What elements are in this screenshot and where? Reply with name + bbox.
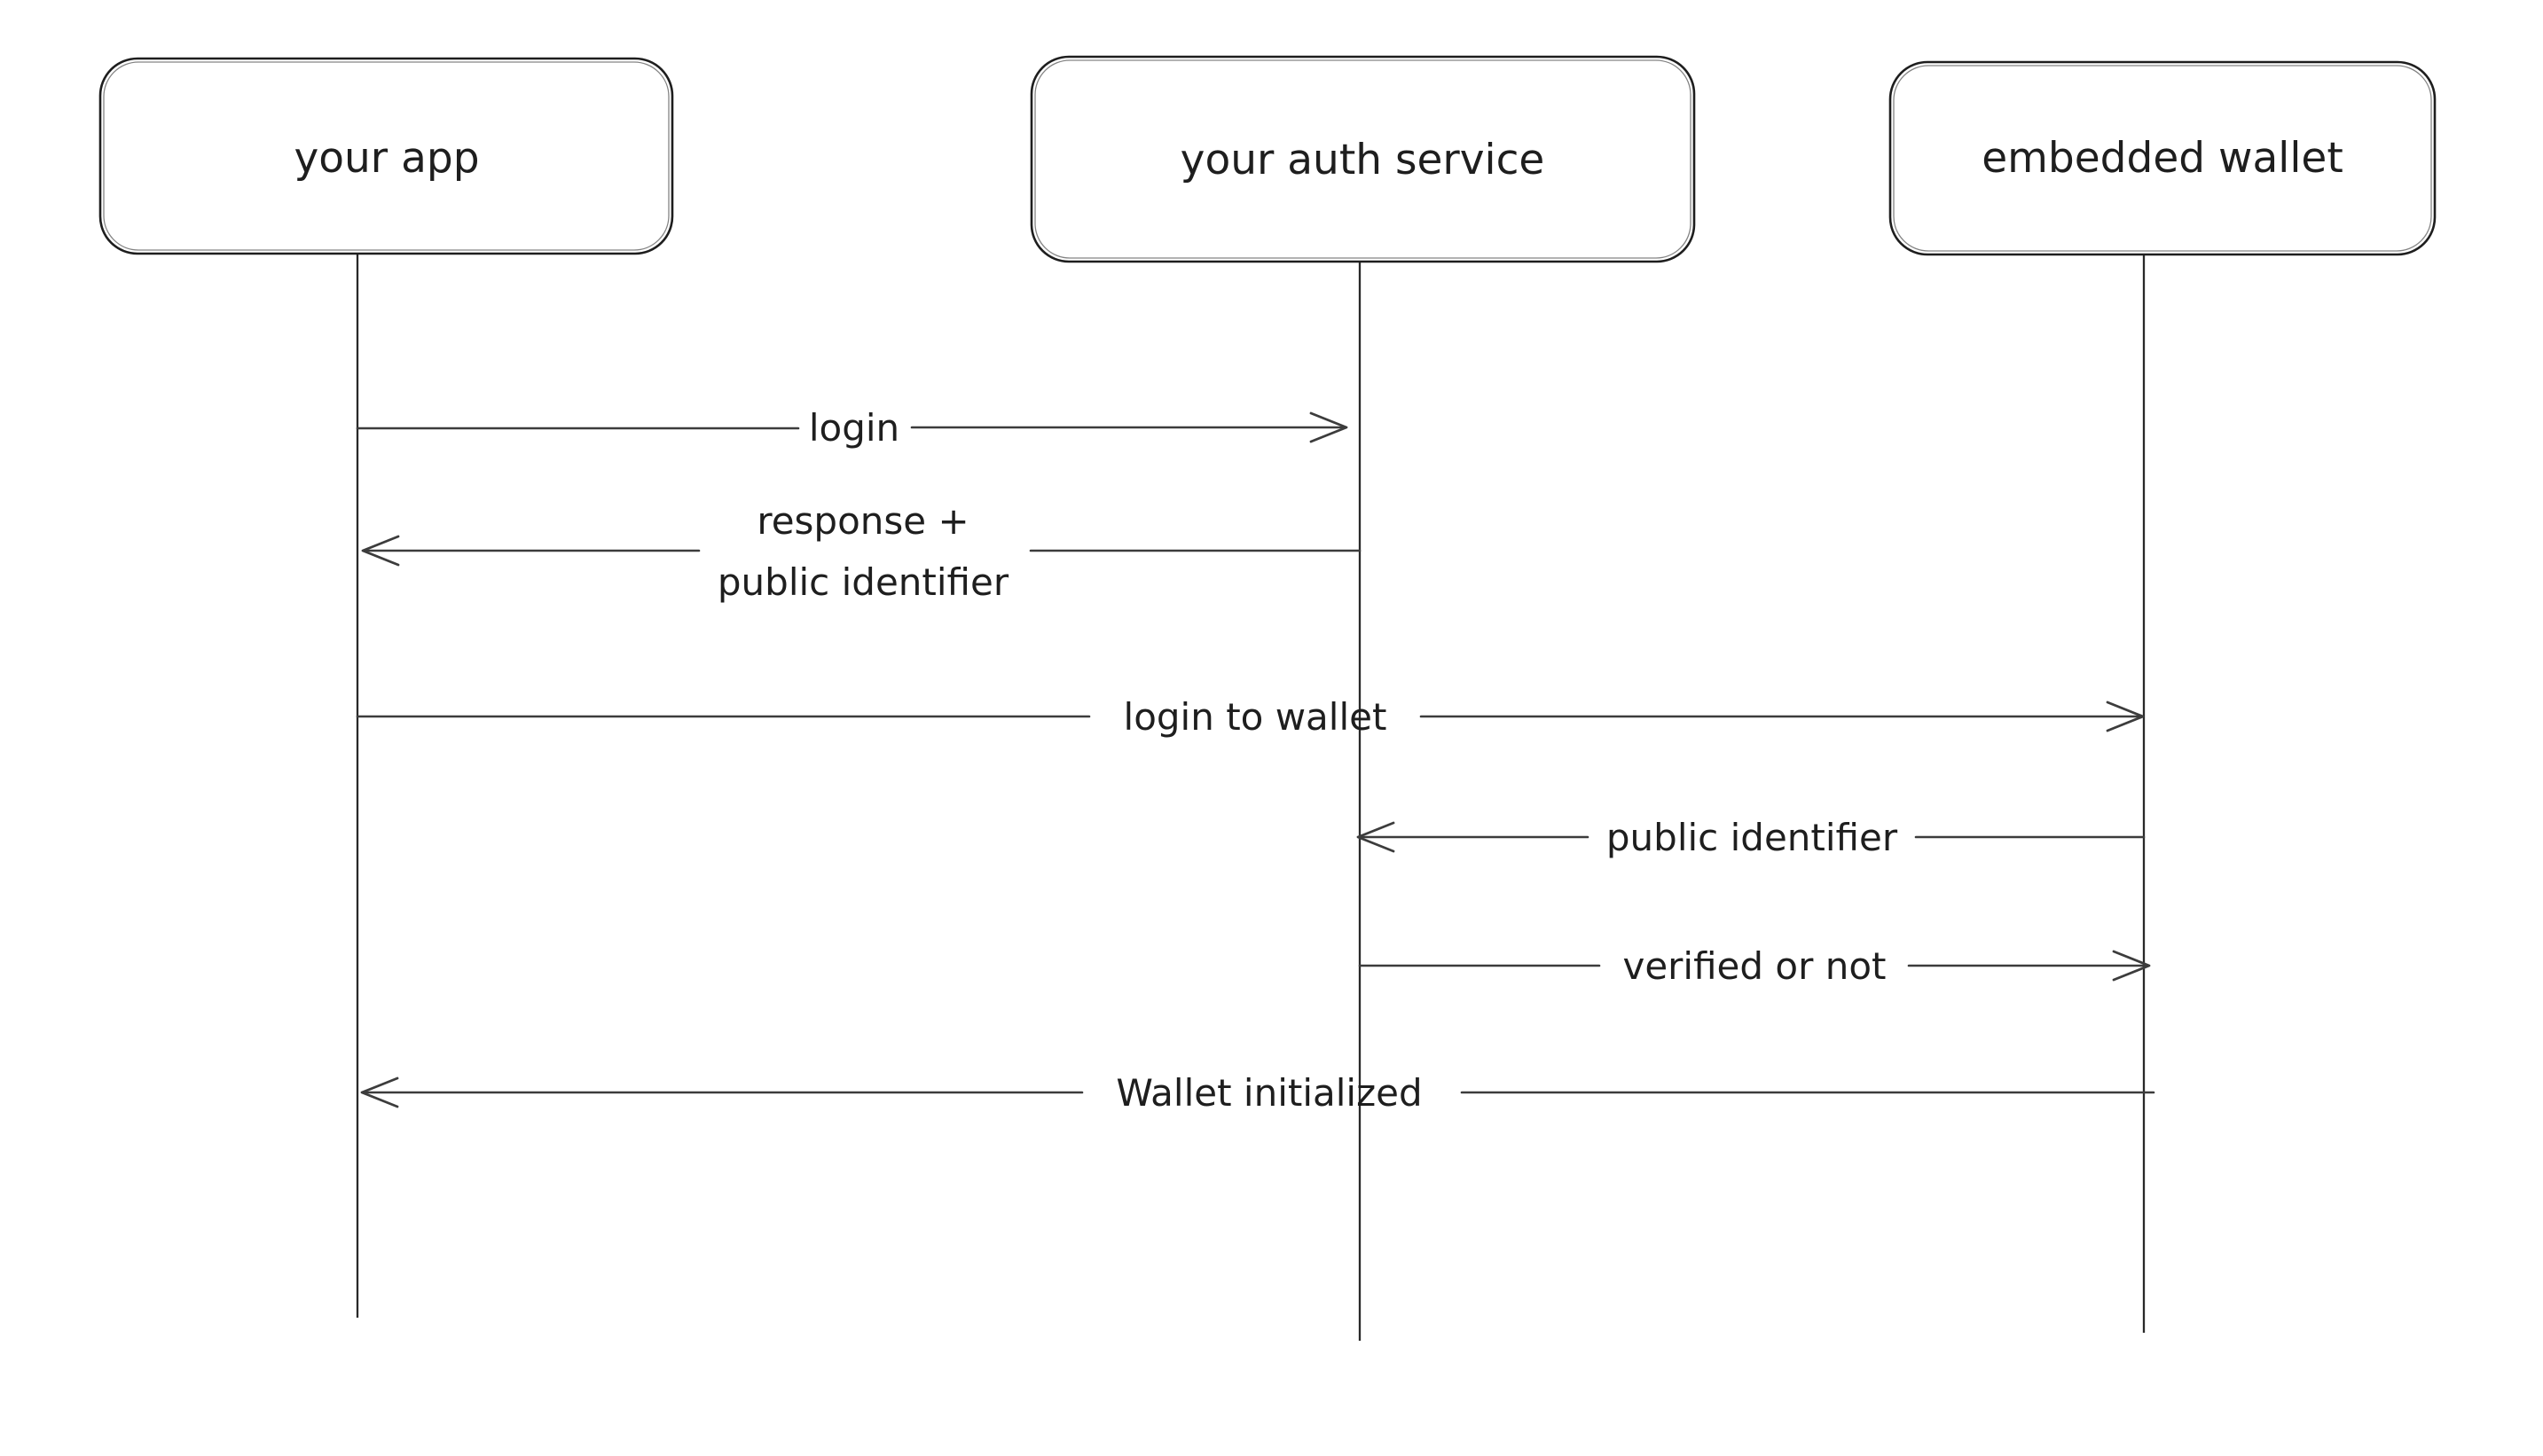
message-label-line-1: response + xyxy=(757,499,969,543)
actor-box-your-auth-service xyxy=(1030,55,1696,263)
message-label-line-2: public identifier xyxy=(718,560,1009,604)
message-label: Wallet initialized xyxy=(1116,1071,1422,1115)
actor-label-your-app: your app xyxy=(294,134,479,183)
message-label: public identifier xyxy=(1606,816,1898,859)
actor-box-embedded-wallet xyxy=(1888,60,2437,256)
arrowhead-left-icon xyxy=(360,1076,399,1108)
message-label: verified or not xyxy=(1622,944,1886,988)
actor-your-app: your app xyxy=(98,57,674,255)
arrowhead-right-icon xyxy=(1309,411,1348,443)
arrowhead-right-icon xyxy=(2106,701,2145,732)
actor-box-sketch-stroke xyxy=(103,61,670,251)
message-arrow-login: login xyxy=(356,406,1348,450)
actor-box-your-app xyxy=(98,57,674,255)
actor-box-sketch-stroke xyxy=(1893,65,2432,252)
arrowhead-left-icon xyxy=(1356,821,1395,853)
message-label: login xyxy=(809,406,899,450)
message-arrow-response-public-identifier: response + public identifier xyxy=(361,499,1362,604)
arrowhead-left-icon xyxy=(361,535,400,567)
message-arrow-login-to-wallet: login to wallet xyxy=(356,695,2145,739)
actor-your-auth-service: your auth service xyxy=(1030,55,1696,263)
arrowhead-right-icon xyxy=(2112,950,2151,982)
message-label: login to wallet xyxy=(1124,695,1387,739)
actor-label-your-auth-service: your auth service xyxy=(1181,136,1545,184)
actor-embedded-wallet: embedded wallet xyxy=(1888,60,2437,256)
message-arrow-wallet-initialized: Wallet initialized xyxy=(360,1071,2155,1115)
message-arrow-verified-or-not: verified or not xyxy=(1358,944,2151,988)
actor-box-sketch-stroke xyxy=(1034,59,1691,259)
actor-label-embedded-wallet: embedded wallet xyxy=(1982,134,2343,183)
message-arrow-public-identifier: public identifier xyxy=(1356,816,2146,859)
